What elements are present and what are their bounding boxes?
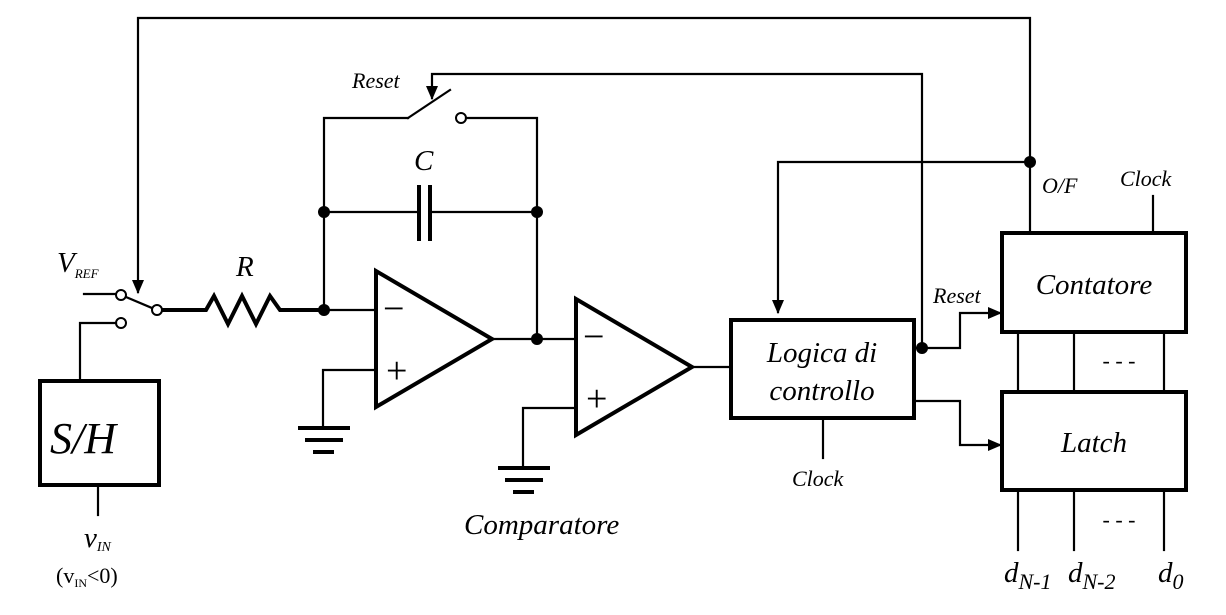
logic-clock-label: Clock bbox=[792, 466, 845, 491]
sample-hold-label: S/H bbox=[50, 414, 118, 463]
vref-terminal bbox=[115, 289, 127, 301]
vin-condition-label: (vIN<0) bbox=[56, 563, 118, 590]
output-bit-lsb-label: d0 bbox=[1158, 557, 1184, 594]
node-dot bbox=[531, 206, 543, 218]
sh-terminal bbox=[115, 317, 127, 329]
integrator-plus-sign: + bbox=[386, 350, 407, 392]
integrator-minus-sign: − bbox=[383, 288, 404, 330]
overflow-label: O/F bbox=[1042, 173, 1078, 198]
counter-block bbox=[1000, 231, 1188, 334]
resistor-label: R bbox=[235, 251, 254, 283]
comparator-plus-sign: + bbox=[586, 378, 607, 420]
reset-switch-blade bbox=[406, 88, 452, 120]
switch-pivot bbox=[151, 304, 163, 316]
vref-label: VREF bbox=[57, 247, 100, 281]
output-bit-n2-label: dN-2 bbox=[1068, 557, 1116, 594]
of-feedback-wire bbox=[132, 16, 1032, 294]
sample-hold-block bbox=[38, 379, 161, 487]
node-dot bbox=[318, 206, 330, 218]
reset-switch-terminal bbox=[455, 112, 467, 124]
vin-label: vIN bbox=[84, 522, 112, 555]
logic-label-line1: Logica di bbox=[766, 337, 877, 369]
input-switch-blade bbox=[124, 295, 154, 310]
comparator-opamp bbox=[574, 295, 696, 439]
resistor-r bbox=[162, 291, 324, 329]
node-dot bbox=[916, 342, 928, 354]
integrator-feedback-left bbox=[322, 116, 410, 312]
comparator-ground-wire bbox=[521, 406, 578, 467]
latch-block bbox=[1000, 390, 1188, 492]
latch-bits-ellipsis: - - - bbox=[1103, 507, 1136, 532]
comparator-minus-sign: − bbox=[583, 316, 604, 358]
output-bit-msb-label: dN-1 bbox=[1004, 557, 1052, 594]
counter-clock-label: Clock bbox=[1120, 166, 1173, 191]
reset-to-counter-wire bbox=[920, 307, 1002, 350]
capacitor-label: C bbox=[414, 145, 434, 177]
counter-reset-label: Reset bbox=[932, 283, 982, 308]
of-to-logic-wire bbox=[772, 160, 1032, 314]
latch-label: Latch bbox=[1060, 427, 1127, 459]
counter-label: Contatore bbox=[1036, 269, 1153, 301]
integrator-opamp bbox=[374, 267, 496, 411]
node-dot bbox=[1024, 156, 1036, 168]
reset-control-wire bbox=[426, 72, 924, 350]
reset-switch-label: Reset bbox=[351, 68, 401, 93]
logic-label-line2: controllo bbox=[769, 375, 874, 407]
logic-to-latch-wire bbox=[912, 399, 1002, 451]
logic-block bbox=[729, 318, 916, 420]
counter-bits-ellipsis: - - - bbox=[1103, 348, 1136, 373]
sh-to-switch-wire bbox=[78, 321, 118, 383]
comparator-label: Comparatore bbox=[464, 509, 619, 541]
integrator-feedback-right bbox=[464, 116, 539, 341]
integrator-ground-wire bbox=[321, 368, 378, 427]
